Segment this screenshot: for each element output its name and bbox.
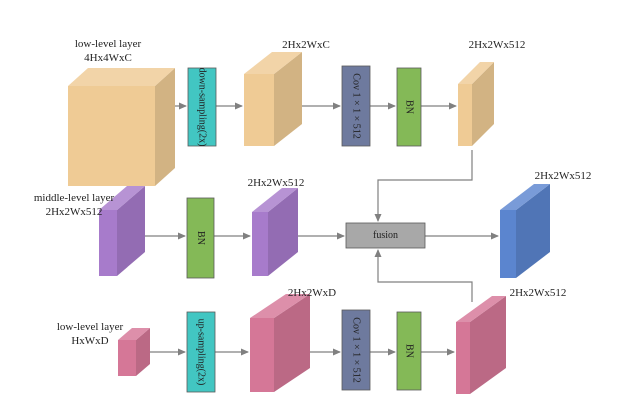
low-level-bottom-label-line2: HxWxD (71, 335, 108, 347)
middle-bn-output-cube (252, 188, 298, 276)
arrow-top-to-fusion (374, 150, 473, 222)
bottom-output-size-label: 2Hx2Wx512 (510, 287, 567, 299)
cube-top-face (500, 184, 550, 210)
downsampled-size-label: 2Hx2WxC (282, 39, 330, 51)
bn-middle-label: BN (195, 231, 206, 245)
cube-side-face (117, 186, 145, 276)
down-sampling-label: down-sampling(2x) (197, 68, 208, 147)
downsampled-cube (244, 52, 302, 146)
fusion-label: fusion (373, 230, 398, 241)
upsampled-cube (250, 294, 310, 392)
cube-side-face (155, 68, 175, 186)
bottom-output-cube (456, 296, 506, 394)
fusion-box: fusion (345, 222, 426, 249)
cube-top-face (99, 186, 145, 210)
middle-level-label-line1: middle-level layer (34, 192, 115, 204)
bn-bottom-box: BN (396, 311, 422, 391)
cube-front-face (252, 212, 268, 276)
down-sampling-box: down-sampling(2x) (187, 68, 217, 147)
cube-front-face (244, 74, 274, 146)
top-output-size-label: 2Hx2Wx512 (469, 39, 526, 51)
conv-top-label: Cov 1 × 1 × 512 (351, 73, 362, 138)
conv-bottom-box: Cov 1 × 1 × 512 (341, 309, 371, 391)
arrow-bottom-to-fusion (374, 249, 473, 302)
conv-top-box: Cov 1 × 1 × 512 (341, 65, 371, 147)
middle-level-input-cube (99, 186, 145, 276)
cube-side-face (472, 62, 494, 146)
low-level-top-label-line2: 4Hx4WxC (84, 52, 132, 64)
cube-front-face (458, 84, 472, 146)
low-level-input-cube (68, 68, 175, 186)
cube-side-face (516, 184, 550, 278)
low-level-bottom-label-line1: low-level layer (57, 321, 124, 333)
cube-top-face (252, 188, 298, 212)
cube-side-face (268, 188, 298, 276)
cube-side-face (274, 294, 310, 392)
low-level-top-label-line1: low-level layer (75, 38, 142, 50)
cube-top-face (250, 294, 310, 318)
connectors (145, 102, 499, 356)
cube-front-face (250, 318, 274, 392)
upsampled-size-label: 2Hx2WxD (288, 287, 336, 299)
bn-bottom-label: BN (404, 344, 415, 358)
bn-top-label: BN (404, 100, 415, 114)
cube-top-face (118, 328, 150, 340)
cube-front-face (68, 86, 155, 186)
top-output-cube (458, 62, 494, 146)
cube-top-face (456, 296, 506, 322)
bn-top-box: BN (396, 67, 422, 147)
cube-front-face (456, 322, 470, 394)
feature-maps (68, 52, 550, 394)
cube-front-face (118, 340, 136, 376)
middle-bn-output-size-label: 2Hx2Wx512 (248, 177, 305, 189)
middle-level-label-line2: 2Hx2Wx512 (46, 206, 103, 218)
fused-output-cube (500, 184, 550, 278)
fused-output-size-label: 2Hx2Wx512 (535, 170, 592, 182)
cube-front-face (500, 210, 516, 278)
cube-front-face (99, 210, 117, 276)
up-sampling-box: up-sampling(2x) (186, 311, 216, 393)
cube-side-face (136, 328, 150, 376)
cube-top-face (68, 68, 175, 86)
cube-top-face (458, 62, 494, 84)
cube-side-face (274, 52, 302, 146)
low-level-bottom-input-cube (118, 328, 150, 376)
cube-side-face (470, 296, 506, 394)
conv-bottom-label: Cov 1 × 1 × 512 (351, 317, 362, 382)
cube-top-face (244, 52, 302, 74)
bn-middle-box: BN (186, 197, 215, 279)
up-sampling-label: up-sampling(2x) (196, 319, 207, 386)
